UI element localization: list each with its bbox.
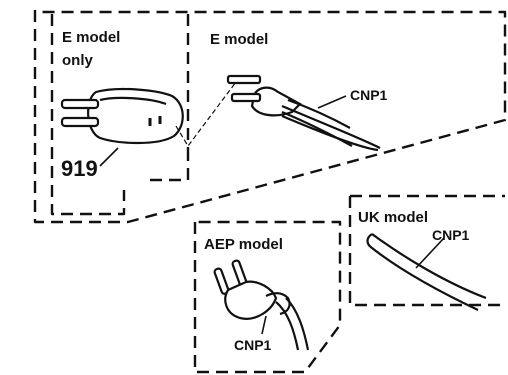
uk-model-region-outline — [348, 196, 505, 307]
uk-model-label: UK model — [358, 209, 429, 226]
e-model-plug-icon — [226, 74, 381, 152]
e-model-only-box-bottom — [150, 150, 190, 182]
cnp1-e-leader — [317, 95, 347, 109]
uk-model-cord-icon — [366, 233, 487, 311]
e-model-only-label-line2: only — [62, 52, 93, 69]
aep-model-plug-icon — [213, 259, 310, 351]
adapter-to-plug-link — [175, 81, 237, 148]
part-number-919: 919 — [61, 156, 98, 181]
cnp1-uk-label: CNP1 — [432, 227, 470, 243]
cnp1-aep-leader — [261, 315, 267, 335]
e-model-only-box-outline — [50, 14, 126, 216]
cnp1-e-label: CNP1 — [350, 87, 388, 103]
aep-model-label: AEP model — [204, 236, 283, 253]
cnp1-uk-leader — [415, 237, 445, 269]
e-model-label: E model — [210, 31, 269, 48]
e-model-only-label-line1: E model — [62, 29, 121, 46]
aep-model-region-outline — [193, 220, 342, 374]
cnp1-aep-label: CNP1 — [234, 337, 272, 353]
part-919-leader — [99, 147, 119, 167]
adapter-plug-icon — [60, 87, 184, 145]
e-model-region-outline — [33, 10, 507, 224]
